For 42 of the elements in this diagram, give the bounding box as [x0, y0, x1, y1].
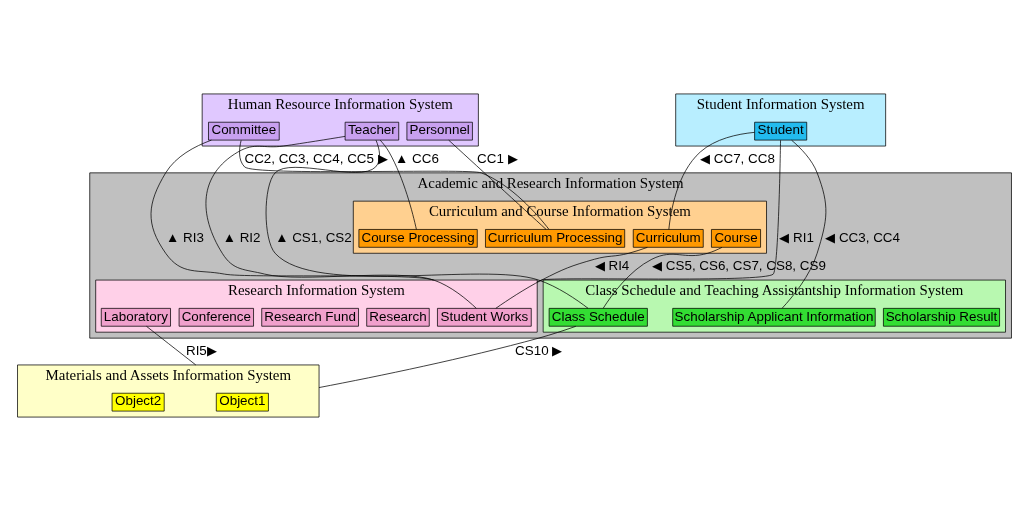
connector: [205, 136, 435, 281]
edge-label: ▲ RI3: [166, 229, 204, 245]
connector: [448, 139, 547, 230]
connector: [781, 139, 827, 309]
node-box: Object2: [111, 392, 165, 412]
node-box: Course Processing: [358, 229, 478, 248]
node-box: Committee: [208, 121, 280, 141]
edge-label: ▲ RI2: [222, 229, 261, 245]
connector: [536, 139, 781, 282]
node-box: Curriculum Processing: [485, 229, 626, 248]
node-box: Scholarship Applicant Information: [672, 308, 876, 327]
connector: [602, 247, 723, 309]
connector: [318, 325, 577, 388]
edge-label: ▲ CC6: [395, 150, 439, 166]
edge-label: CC1 ▶: [477, 150, 518, 166]
node-box: Research: [366, 308, 430, 327]
node-box: Teacher: [344, 121, 400, 141]
node-box: Personnel: [406, 121, 473, 141]
node-box: Research Fund: [261, 308, 359, 327]
edge-label: CS10 ▶: [515, 342, 563, 358]
edge-label: ◀ RI1: [779, 229, 814, 245]
node-box: Student: [754, 121, 808, 141]
node-box: Laboratory: [100, 308, 171, 327]
connector: [265, 139, 589, 309]
node-box: Course: [711, 229, 761, 248]
edge-label: CC2, CC3, CC4, CC5 ▶: [244, 150, 388, 166]
node-box: Curriculum: [632, 229, 704, 248]
edge-label: RI5▶: [186, 342, 217, 358]
edge-label: ▲ CS1, CS2: [275, 229, 352, 245]
edge-label: ◀ CC3, CC4: [825, 229, 900, 245]
node-box: Conference: [178, 308, 254, 327]
edge-label: ◀ CS5, CS6, CS7, CS8, CS9: [652, 257, 826, 273]
node-box: Student Works: [437, 308, 532, 327]
node-box: Scholarship Result: [883, 308, 1000, 327]
connector: [239, 140, 550, 230]
edge-label: ◀ CC7, CC8: [700, 150, 775, 166]
edge-label: ◀ RI4: [594, 257, 630, 273]
node-box: Object1: [215, 392, 269, 412]
connector: [495, 247, 648, 309]
connector: [668, 132, 755, 230]
connector: [379, 139, 417, 230]
node-box: Class Schedule: [548, 308, 648, 327]
